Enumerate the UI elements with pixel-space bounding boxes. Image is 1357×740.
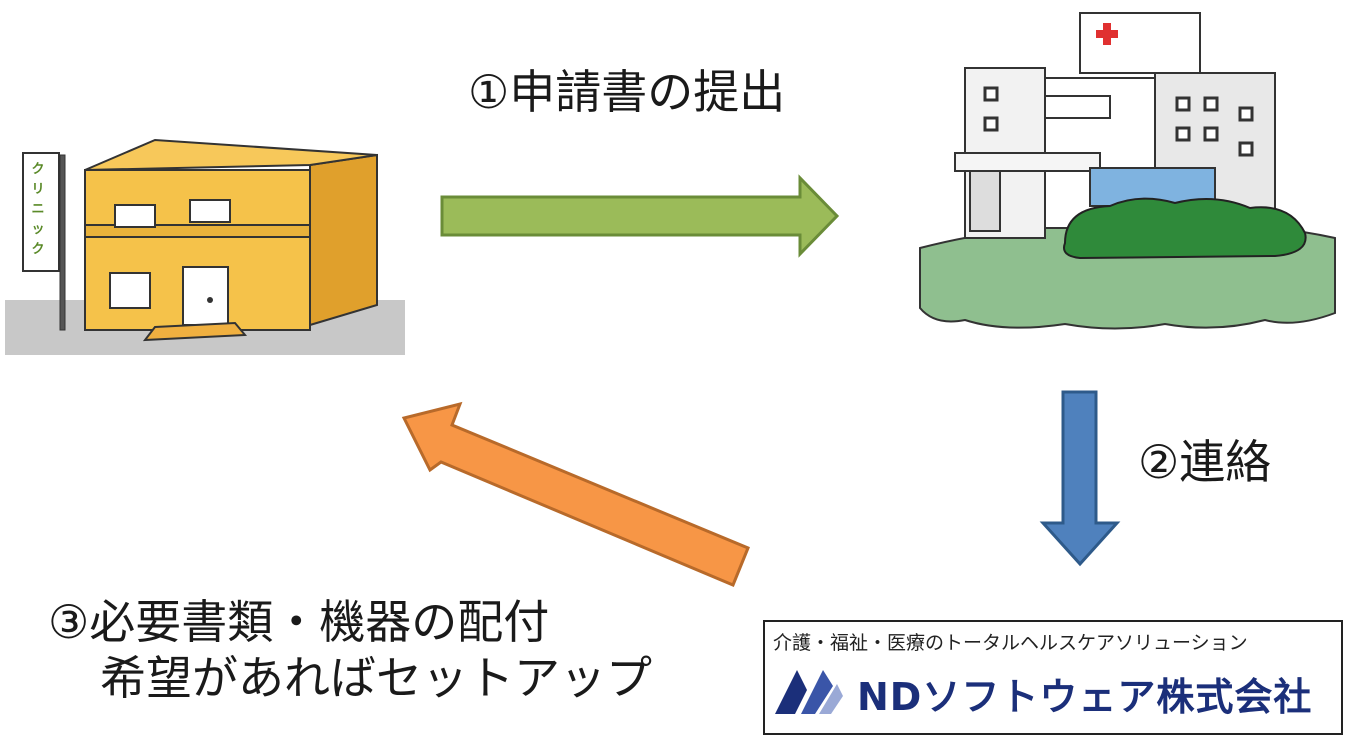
step3-label-line1: ③必要書類・機器の配付 [48, 595, 550, 649]
step2-label: ②連絡 [1138, 435, 1272, 489]
company-tagline: 介護・福祉・医療のトータルヘルスケアソリューション [773, 632, 1248, 654]
hospital-illustration [919, 12, 1336, 330]
company-name: NDソフトウェア株式会社 [857, 675, 1313, 719]
company-logo-box: 介護・福祉・医療のトータルヘルスケアソリューション NDソフトウェア株式会社 [763, 620, 1343, 735]
arrow-right-green [440, 174, 840, 258]
step3-label-line2: 希望があればセットアップ [100, 651, 652, 705]
clinic-illustration [5, 138, 405, 355]
step1-label: ①申請書の提出 [468, 65, 786, 119]
arrow-down-blue [1039, 390, 1121, 567]
company-logo-icon [775, 670, 843, 714]
clinic-sign-text: クリニック [31, 162, 45, 257]
arrow-up-left-orange [401, 401, 750, 587]
